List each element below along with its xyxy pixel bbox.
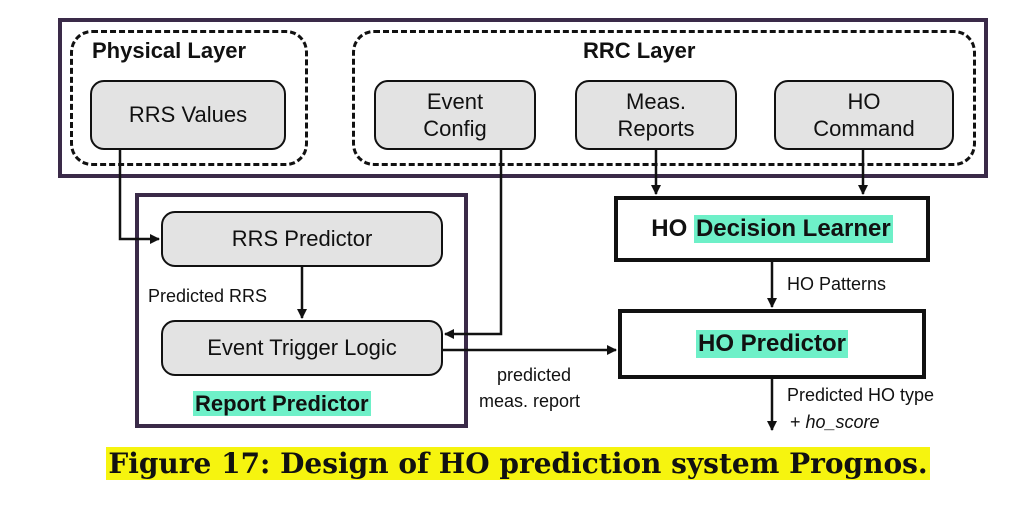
arrow-rrs-values-to-rrs-predictor (118, 150, 160, 244)
ho-command-box: HO Command (774, 80, 954, 150)
predicted-meas-report-line1: predicted (497, 365, 572, 385)
sensing-layers-frame (58, 18, 988, 178)
decision-learner-box: HO Decision Learner (614, 196, 930, 262)
rrc-layer-group (352, 30, 976, 166)
event-trigger-logic-label: Event Trigger Logic (207, 335, 397, 361)
event-config-box: Event Config (374, 80, 536, 150)
predicted-meas-report-line2: meas. report (479, 391, 581, 411)
ho-predictor-label: HO Predictor (695, 330, 849, 358)
meas-reports-box: Meas. Reports (575, 80, 737, 150)
ho-score-italic: ho_score (805, 412, 880, 432)
event-trigger-logic-box: Event Trigger Logic (161, 320, 443, 376)
decision-learner-prefix: HO (651, 215, 688, 242)
figure-caption: Figure 17: Design of HO prediction syste… (0, 447, 1036, 480)
ho-patterns-label: HO Patterns (787, 274, 887, 294)
meas-reports-line1: Meas. (626, 88, 686, 114)
physical-layer-title: Physical Layer (92, 38, 247, 63)
ho-score-plus: + (790, 412, 806, 432)
rrs-predictor-box: RRS Predictor (161, 211, 443, 267)
figure-caption-text: Figure 17: Design of HO prediction syste… (106, 447, 930, 480)
report-predictor-title-text: Report Predictor (193, 391, 371, 416)
ho-predictor-box: HO Predictor (618, 309, 926, 379)
ho-command-line1: HO (847, 88, 881, 114)
event-config-line1: Event (426, 88, 484, 114)
report-predictor-title: Report Predictor (193, 391, 371, 417)
predicted-rrs-label: Predicted RRS (148, 286, 268, 306)
rrs-values-label: RRS Values (128, 102, 248, 128)
meas-reports-line2: Reports (617, 116, 695, 141)
rrc-layer-title: RRC Layer (583, 38, 696, 63)
ho-score-label: + ho_score (790, 412, 880, 433)
decision-learner-highlight: Decision Learner (693, 215, 893, 243)
rrs-values-box: RRS Values (90, 80, 286, 150)
physical-layer-group (70, 30, 308, 166)
rrs-predictor-label: RRS Predictor (231, 226, 373, 252)
report-predictor-frame (135, 193, 468, 428)
arrow-event-config-to-event-trigger (444, 150, 503, 339)
predicted-ho-type-label: Predicted HO type (787, 385, 935, 405)
event-config-line2: Config (423, 116, 487, 141)
ho-command-line2: Command (813, 116, 915, 141)
